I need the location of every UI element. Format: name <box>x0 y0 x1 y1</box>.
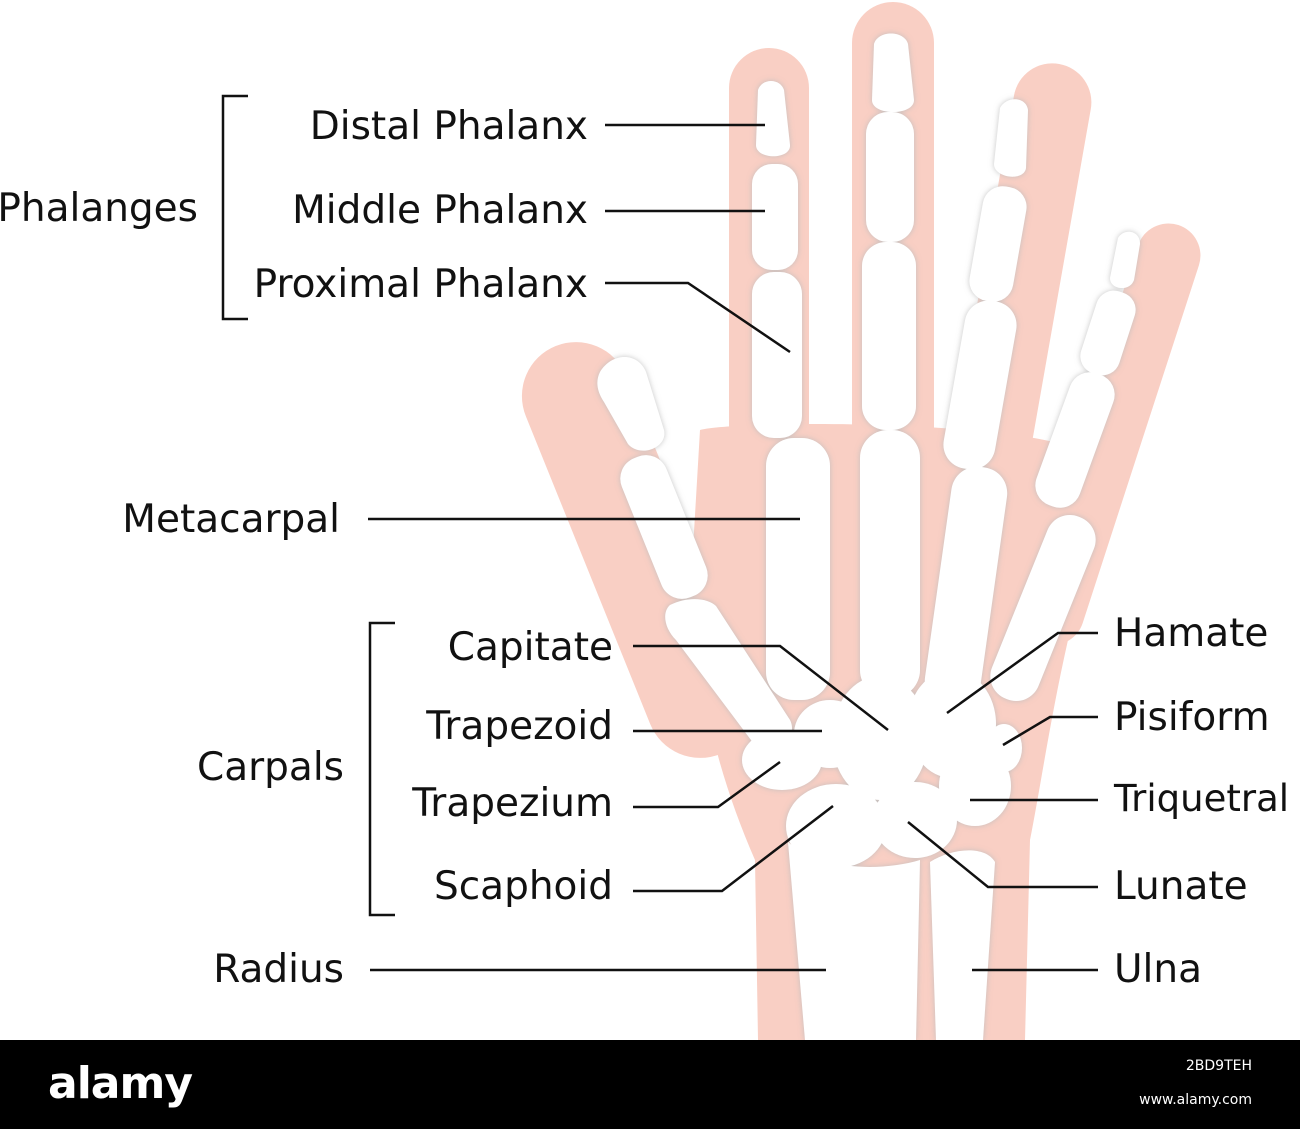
ulna-bone <box>930 850 995 1040</box>
ring-proximal-phalanx-bone <box>943 300 1017 470</box>
middle-metacarpal-bone <box>860 430 920 698</box>
label-trapezoid: Trapezoid <box>426 704 613 749</box>
little-middle-phalanx-bone <box>1080 290 1136 376</box>
leader-pisiform <box>1002 715 1098 747</box>
ring-distal-phalanx-bone <box>994 99 1028 177</box>
pisiform-bone <box>986 724 1022 772</box>
ring-middle-phalanx-bone <box>969 186 1027 302</box>
capitate-bone <box>832 676 928 800</box>
label-radius: Radius <box>213 947 344 992</box>
leader-trapezium <box>633 760 781 809</box>
leader-scaphoid <box>633 805 834 893</box>
carpals-bracket <box>368 621 395 917</box>
index-distal-phalanx-bone <box>756 81 791 157</box>
hand-anatomy-diagram <box>221 2 1201 1040</box>
label-proximal-phalanx: Proximal Phalanx <box>253 262 588 307</box>
label-metacarpal: Metacarpal <box>122 497 340 542</box>
label-middle-phalanx: Middle Phalanx <box>292 188 588 233</box>
ring-metacarpal-bone <box>924 466 1008 708</box>
image-url: www.alamy.com <box>1139 1092 1252 1108</box>
group-label-phalanges: Phalanges <box>0 186 198 231</box>
radius-bone <box>788 842 920 1040</box>
leader-capitate <box>633 644 889 731</box>
image-id: 2BD9TEH <box>1185 1058 1252 1074</box>
label-distal-phalanx: Distal Phalanx <box>309 104 588 149</box>
little-metacarpal-bone <box>990 515 1096 701</box>
hand-bones <box>597 33 1140 1040</box>
thumb-distal-phalanx-bone <box>597 357 665 451</box>
index-proximal-phalanx-bone <box>752 272 802 438</box>
thumb-metacarpal-bone <box>665 599 792 749</box>
index-middle-phalanx-bone <box>752 164 798 270</box>
label-ulna: Ulna <box>1114 947 1202 992</box>
leader-hamate <box>946 631 1098 715</box>
middle-middle-phalanx-bone <box>866 112 914 242</box>
scaphoid-bone <box>786 784 886 868</box>
label-trapezium: Trapezium <box>412 781 613 826</box>
thumb-proximal-phalanx-bone <box>620 455 708 599</box>
group-brackets <box>221 94 395 917</box>
little-proximal-phalanx-bone <box>1035 372 1115 508</box>
little-distal-phalanx-bone <box>1110 231 1140 289</box>
lunate-bone <box>873 782 957 858</box>
group-label-carpals: Carpals <box>197 745 344 790</box>
middle-proximal-phalanx-bone <box>862 242 916 430</box>
label-hamate: Hamate <box>1114 611 1269 656</box>
middle-distal-phalanx-bone <box>872 33 914 112</box>
label-capitate: Capitate <box>447 625 613 670</box>
leader-lines <box>368 123 1098 972</box>
watermark-footer: alamy 2BD9TEH www.alamy.com <box>0 1040 1300 1129</box>
label-triquetral: Triquetral <box>1114 777 1290 820</box>
leader-proximal-phalanx <box>605 281 791 354</box>
alamy-logo: alamy <box>48 1058 193 1109</box>
index-metacarpal-bone <box>766 438 830 700</box>
label-lunate: Lunate <box>1114 864 1248 909</box>
phalanges-bracket <box>221 94 248 321</box>
leader-lunate <box>907 821 1098 889</box>
label-pisiform: Pisiform <box>1114 695 1270 740</box>
label-scaphoid: Scaphoid <box>433 864 613 909</box>
